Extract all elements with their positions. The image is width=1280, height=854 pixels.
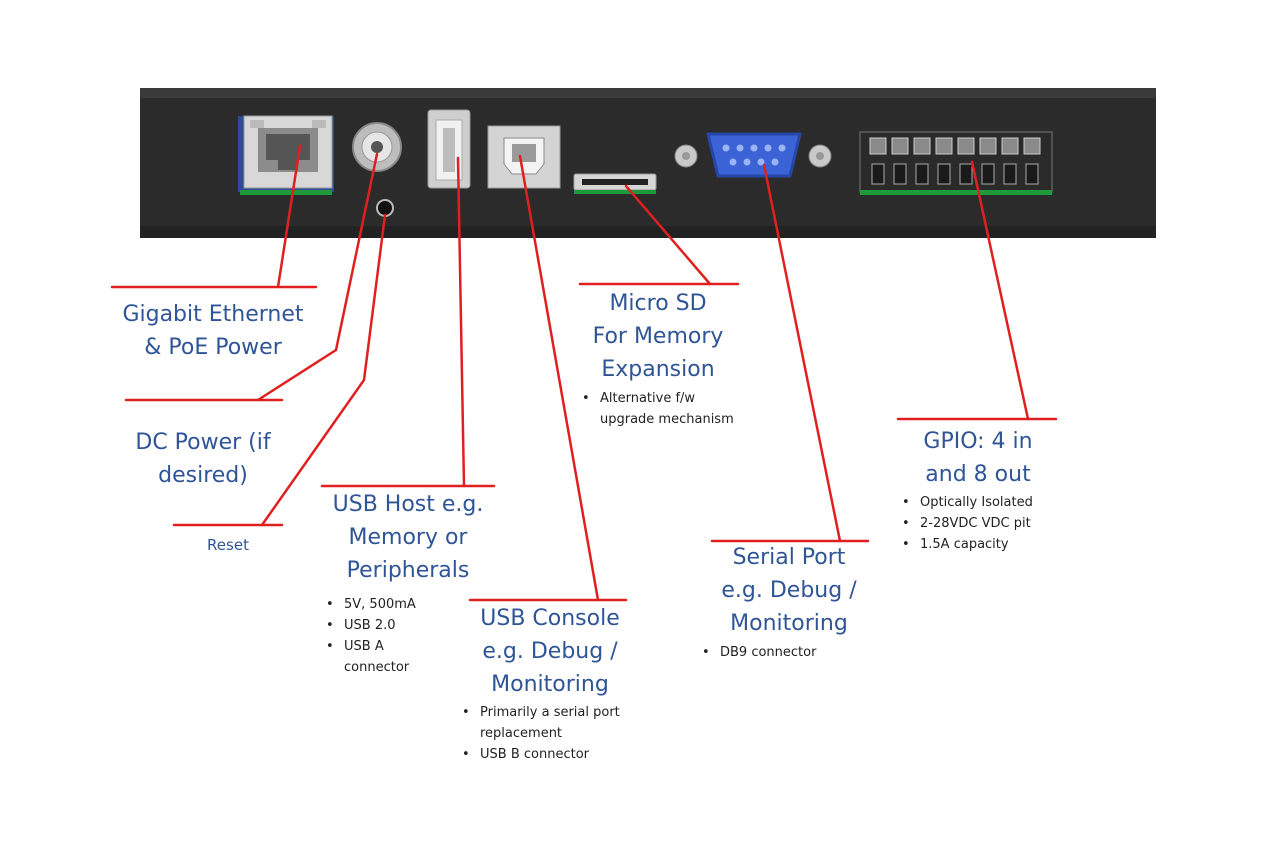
gpio-bullet: 1.5A capacity — [896, 534, 1033, 555]
gpio-terminal-slot-icon — [893, 163, 907, 185]
device-enclosure — [140, 88, 1156, 238]
gpio-terminal-slot-icon — [1003, 163, 1017, 185]
usb-host-label: USB Host e.g. Memory or Peripherals — [300, 488, 516, 587]
micro-sd-label-line: Expansion — [601, 357, 715, 382]
reset-button-icon — [376, 199, 394, 217]
gpio-bullet: Optically Isolated — [896, 492, 1033, 513]
reset-leader — [260, 213, 387, 527]
dc-power-label-line: desired) — [158, 463, 248, 488]
gpio-bullet: 2-28VDC VDC pit — [896, 513, 1033, 534]
usb-host-bullet: USB 2.0 — [320, 615, 416, 636]
ethernet-label-line: & PoE Power — [144, 335, 282, 360]
micro-sd-slot-icon — [573, 173, 657, 194]
ethernet-port-icon — [238, 115, 334, 195]
serial-port-label-line: Serial Port — [732, 545, 846, 570]
gpio-label-line: GPIO: 4 in — [923, 429, 1033, 454]
gpio-terminal-slot-icon — [937, 163, 951, 185]
gpio-terminal-slot-icon — [1025, 163, 1039, 185]
gpio-terminal-screw-icon — [957, 137, 975, 155]
ethernet-label: Gigabit Ethernet & PoE Power — [90, 298, 336, 364]
reset-label-line: Reset — [207, 536, 249, 554]
callout-lines — [110, 144, 1058, 602]
usb-console-bullet: USB B connector — [456, 744, 620, 765]
gpio-bullets: Optically Isolated 2-28VDC VDC pit 1.5A … — [896, 492, 1033, 555]
dc-power-jack-icon — [352, 122, 402, 172]
gpio-terminal-screw-icon — [891, 137, 909, 155]
gpio-terminal-block-icon — [859, 131, 1053, 195]
usb-console-label-line: USB Console — [480, 606, 620, 631]
gpio-terminal-screw-icon — [935, 137, 953, 155]
gpio-terminal-screw-icon — [1023, 137, 1041, 155]
micro-sd-label-line: For Memory — [592, 324, 724, 349]
usb-console-label-line: Monitoring — [491, 672, 609, 697]
serial-port-label-line: e.g. Debug / — [721, 578, 857, 603]
micro-sd-label: Micro SD For Memory Expansion — [560, 287, 756, 386]
usb-console-label-line: e.g. Debug / — [482, 639, 618, 664]
gpio-terminal-screw-icon — [869, 137, 887, 155]
gpio-terminal-slot-icon — [871, 163, 885, 185]
usb-host-label-line: Memory or — [348, 525, 468, 550]
dc-power-label: DC Power (if desired) — [100, 426, 306, 492]
gpio-terminal-slot-icon — [915, 163, 929, 185]
ethernet-leader — [276, 144, 302, 289]
serial-port-label-line: Monitoring — [730, 611, 848, 636]
gpio-terminal-slot-icon — [981, 163, 995, 185]
usb-host-label-line: USB Host e.g. — [332, 492, 484, 517]
gpio-terminal-screw-icon — [979, 137, 997, 155]
usb-console-label: USB Console e.g. Debug / Monitoring — [444, 602, 656, 701]
gpio-terminal-screw-icon — [913, 137, 931, 155]
serial-port-bullets: DB9 connector — [696, 642, 816, 663]
dc-power-leader — [256, 152, 379, 402]
usb-a-port-icon — [427, 109, 471, 189]
gpio-leader — [970, 160, 1030, 421]
usb-host-bullet: 5V, 500mA — [320, 594, 416, 615]
serial-port-leader — [762, 163, 842, 543]
micro-sd-leader — [624, 184, 712, 286]
gpio-terminal-slot-icon — [959, 163, 973, 185]
dc-power-label-line: DC Power (if — [135, 430, 271, 455]
ethernet-label-line: Gigabit Ethernet — [122, 302, 304, 327]
usb-host-label-line: Peripherals — [346, 558, 470, 583]
gpio-label-line: and 8 out — [925, 462, 1031, 487]
serial-port-bullet: DB9 connector — [696, 642, 816, 663]
usb-host-leader — [456, 156, 466, 488]
gpio-terminal-screw-icon — [1001, 137, 1019, 155]
serial-port-label: Serial Port e.g. Debug / Monitoring — [690, 541, 888, 640]
usb-console-leader — [518, 154, 600, 602]
micro-sd-label-line: Micro SD — [609, 291, 707, 316]
reset-label: Reset — [178, 535, 278, 555]
db9-serial-port-icon — [674, 132, 832, 178]
gpio-label: GPIO: 4 in and 8 out — [880, 425, 1076, 491]
